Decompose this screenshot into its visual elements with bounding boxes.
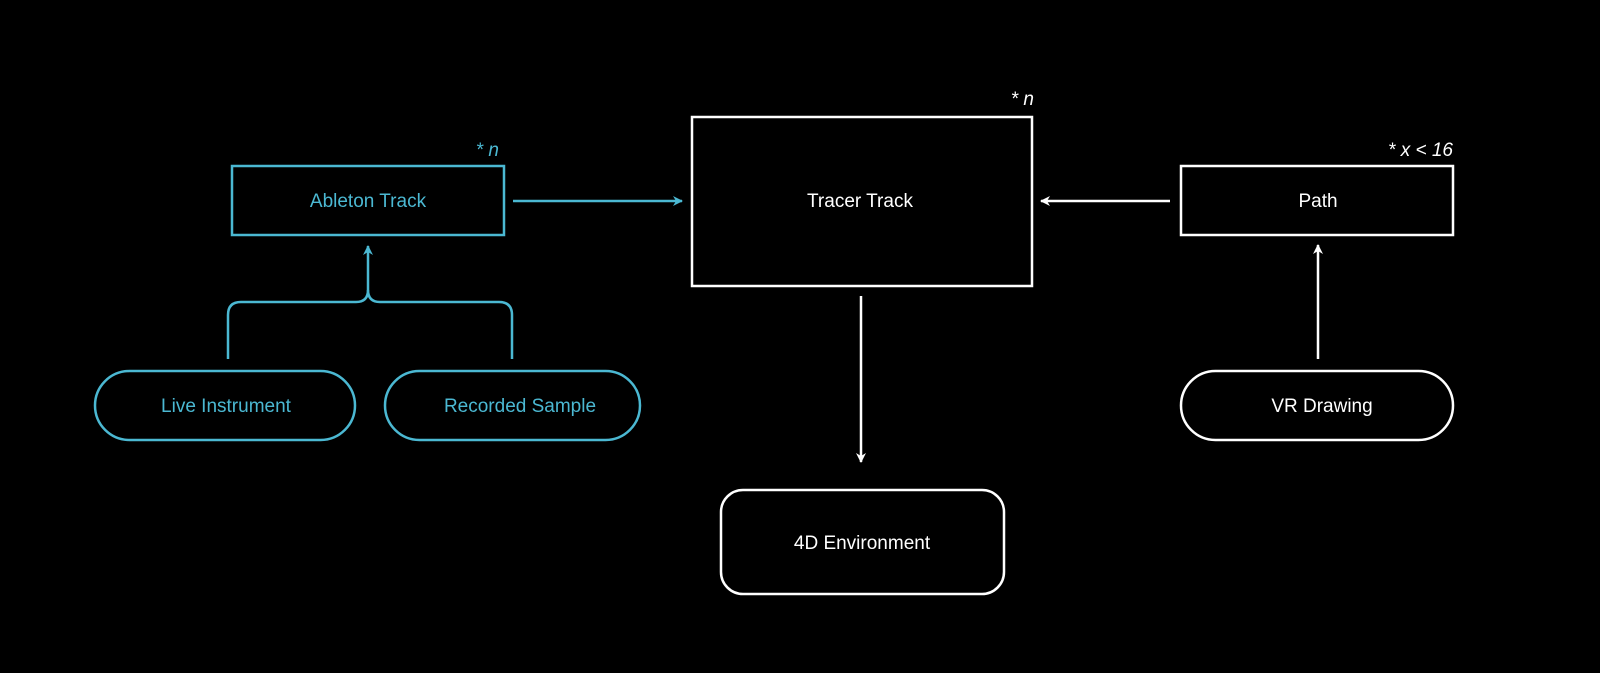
live-instrument-label: Live Instrument <box>161 396 292 417</box>
node-recorded-sample[interactable]: Recorded Sample <box>383 369 642 442</box>
tracer-track-box <box>690 115 1034 288</box>
node-path[interactable]: Path * x < 16 <box>1179 140 1455 237</box>
node-ableton-track[interactable]: Ableton Track * n <box>230 140 506 237</box>
node-4d-environment[interactable]: 4D Environment <box>719 488 1006 596</box>
tracer-track-annotation: * n <box>1011 89 1034 110</box>
vr-drawing-label: VR Drawing <box>1271 396 1372 417</box>
node-vr-drawing[interactable]: VR Drawing <box>1179 369 1455 442</box>
ableton-track-annotation: * n <box>476 140 499 161</box>
edge-recorded-sample-to-ableton-track <box>366 289 514 359</box>
environment-4d-label: 4D Environment <box>794 533 931 554</box>
path-box <box>1179 164 1455 237</box>
live-instrument-box <box>93 369 357 442</box>
recorded-sample-label: Recorded Sample <box>444 396 596 417</box>
ableton-track-box <box>230 164 506 237</box>
vr-drawing-box <box>1179 369 1455 442</box>
path-label: Path <box>1298 191 1337 212</box>
node-tracer-track[interactable]: Tracer Track * n <box>690 89 1034 288</box>
path-annotation: * x < 16 <box>1388 140 1453 161</box>
environment-4d-box <box>719 488 1006 596</box>
edge-live-instrument-to-ableton-track <box>226 245 373 359</box>
node-live-instrument[interactable]: Live Instrument <box>93 369 357 442</box>
recorded-sample-box <box>383 369 642 442</box>
ableton-track-label: Ableton Track <box>310 191 427 212</box>
tracer-track-label: Tracer Track <box>807 191 913 212</box>
